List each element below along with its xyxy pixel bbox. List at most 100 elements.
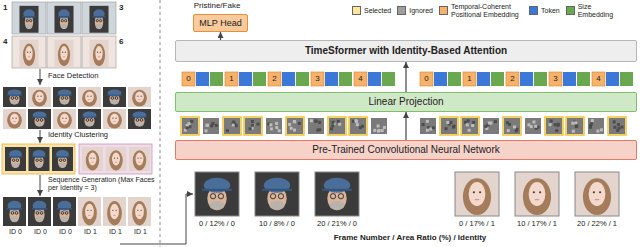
patch-base <box>546 118 562 134</box>
beard <box>11 100 19 104</box>
hat <box>33 112 47 119</box>
photo-background <box>3 87 26 107</box>
photo-background <box>3 197 26 226</box>
patch-noise <box>293 120 296 123</box>
photo-background <box>3 109 26 129</box>
patch-noise <box>331 124 334 127</box>
patch-noise <box>330 127 333 130</box>
positional-embedding <box>549 72 562 86</box>
feature-patch <box>181 117 199 135</box>
face <box>25 46 32 61</box>
patch-noise <box>508 123 511 126</box>
patch-noise <box>338 123 341 126</box>
identity-label: ID 0 <box>3 228 28 236</box>
photo-background <box>89 6 108 33</box>
face-thumbnail <box>128 87 151 107</box>
hat <box>108 90 122 97</box>
token-block <box>368 72 381 86</box>
patch-base <box>308 118 324 134</box>
token-group <box>354 72 395 86</box>
hair <box>86 150 99 170</box>
flow-arrow <box>405 112 406 140</box>
beard <box>111 100 119 104</box>
patch-noise <box>464 121 467 124</box>
feature-patch <box>223 117 241 135</box>
token-group <box>182 72 223 86</box>
face-thumbnail <box>54 6 73 33</box>
face-thumbnail <box>78 87 101 107</box>
photo-background <box>103 87 126 107</box>
hat <box>133 112 147 119</box>
size-embedding <box>534 72 547 86</box>
hat <box>93 9 104 18</box>
patch-base <box>224 118 240 134</box>
feature-patch <box>244 117 262 135</box>
face-thumbnail <box>455 172 499 216</box>
face-border <box>455 172 499 216</box>
hat-brim <box>7 95 23 96</box>
mouth <box>475 199 479 201</box>
hat-brim <box>23 16 36 17</box>
flow-arrow <box>405 62 406 92</box>
patch-noise <box>337 120 340 123</box>
token-number: 1 <box>463 72 476 86</box>
legend-item: Selected <box>352 6 391 15</box>
patch-noise <box>298 122 301 125</box>
face <box>89 153 97 166</box>
patch-base <box>245 118 261 134</box>
legend-text: Size Embedding <box>578 3 620 18</box>
feature-patch <box>328 117 346 135</box>
selected-border <box>461 117 479 135</box>
frame-background <box>82 2 116 34</box>
glasses <box>40 159 43 162</box>
patch-noise <box>251 124 254 127</box>
patch-noise <box>422 123 425 126</box>
eye <box>27 52 28 53</box>
token-block <box>434 72 447 86</box>
identity-label: ID 1 <box>128 228 153 236</box>
eye <box>62 52 63 53</box>
eye <box>90 157 91 158</box>
face-thumbnail <box>128 197 151 226</box>
photo-background <box>128 109 151 129</box>
face <box>60 114 69 125</box>
flow-arrow <box>220 32 221 40</box>
node-text: Pre-Trained Convolutional Neural Network <box>312 144 500 156</box>
patch-noise <box>251 120 254 123</box>
token-block <box>196 72 209 86</box>
face <box>529 182 546 206</box>
glasses <box>26 19 28 21</box>
glasses <box>15 97 18 100</box>
face <box>95 46 102 61</box>
face <box>135 204 144 220</box>
mouth <box>115 161 117 163</box>
legend-swatch <box>439 6 448 15</box>
video-frame <box>12 36 46 68</box>
face-thumbnail <box>315 172 359 216</box>
patch-noise <box>507 129 510 132</box>
face <box>60 46 67 61</box>
hat-brim <box>262 189 292 191</box>
hair <box>93 44 105 67</box>
token-number: 4 <box>354 72 367 86</box>
glasses <box>36 159 39 162</box>
patch-noise <box>620 126 623 129</box>
patch-base <box>182 118 198 134</box>
photo-background <box>82 147 103 171</box>
photo-background <box>54 6 73 33</box>
patch-noise <box>527 123 530 126</box>
face-thumbnail <box>3 197 26 226</box>
hat-brim <box>322 189 352 191</box>
photo-background <box>53 87 76 107</box>
size-embedding <box>296 72 309 86</box>
feature-patch <box>286 117 304 135</box>
hair <box>132 90 147 107</box>
patch-noise <box>432 126 435 129</box>
face-thumbnail <box>19 40 38 67</box>
hat-brim <box>202 189 232 191</box>
step-label: Face Detection <box>48 72 148 80</box>
patch-noise <box>575 125 578 128</box>
legend-swatch <box>352 6 361 15</box>
